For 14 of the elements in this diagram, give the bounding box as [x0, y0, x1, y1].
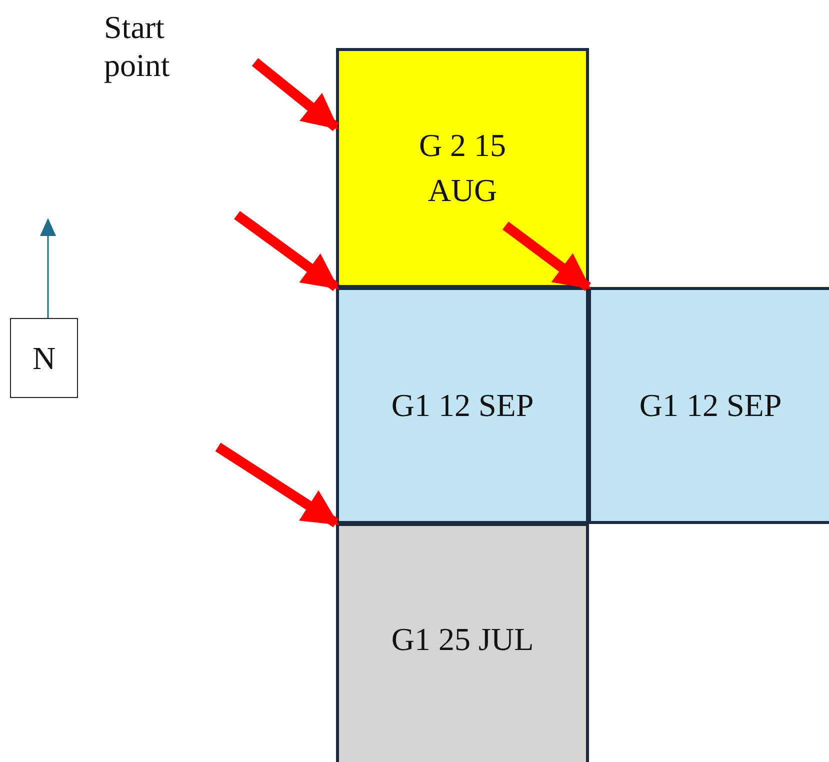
arrow	[234, 210, 339, 292]
plot-label: N	[32, 338, 56, 378]
arrow	[215, 442, 340, 528]
arrow	[502, 222, 591, 292]
note-text: Start point	[104, 8, 171, 85]
plot-label: G1 25 JUL	[391, 620, 534, 659]
plot-label: G1 12 SEP	[639, 386, 782, 426]
plot-box	[336, 523, 589, 762]
compass-box	[10, 318, 78, 398]
plot-label: G1 12 SEP	[391, 386, 534, 426]
plot-box	[588, 287, 829, 524]
plot-box	[336, 287, 589, 524]
plot-label: G 2 15 AUG	[418, 126, 508, 210]
plot-box	[336, 48, 589, 288]
